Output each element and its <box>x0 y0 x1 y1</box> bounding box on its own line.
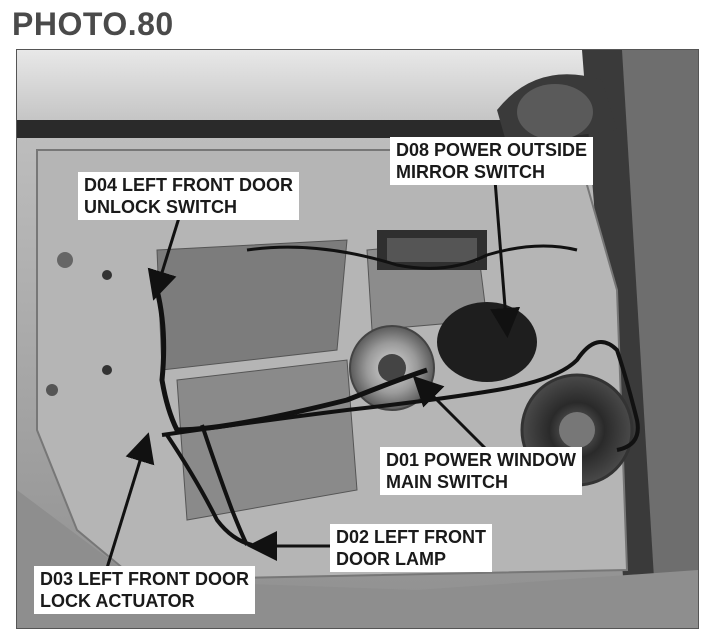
arrow-d08 <box>490 179 521 338</box>
callout-d02-line2: DOOR LAMP <box>336 549 446 569</box>
callout-d03-line2: LOCK ACTUATOR <box>40 591 195 611</box>
arrow-d03 <box>105 432 155 569</box>
callout-d08-line2: MIRROR SWITCH <box>396 162 545 182</box>
photo-title: PHOTO.80 <box>12 6 174 42</box>
callout-d03-line1: D03 LEFT FRONT DOOR <box>40 569 250 589</box>
panel-cutout <box>156 239 348 371</box>
callout-d04-line2: UNLOCK SWITCH <box>84 197 237 217</box>
callout-d01-window-switch: D01 POWER WINDOW MAIN SWITCH <box>380 447 583 495</box>
callout-d04-line1: D04 LEFT FRONT DOOR <box>84 175 294 195</box>
arrow-d04 <box>147 207 184 301</box>
mirror-switch-unit <box>437 302 537 382</box>
callout-d02-line1: D02 LEFT FRONT <box>336 527 487 547</box>
callout-d08-mirror-switch: D08 POWER OUTSIDE MIRROR SWITCH <box>390 137 594 185</box>
callout-d02-door-lamp: D02 LEFT FRONT DOOR LAMP <box>330 524 493 572</box>
callout-d01-line2: MAIN SWITCH <box>386 472 508 492</box>
callout-d08-line1: D08 POWER OUTSIDE <box>396 140 588 160</box>
callout-d03-lock-actuator: D03 LEFT FRONT DOOR LOCK ACTUATOR <box>34 566 256 614</box>
callout-d04-unlock-switch: D04 LEFT FRONT DOOR UNLOCK SWITCH <box>78 172 300 220</box>
arrow-d01 <box>412 375 489 452</box>
callout-d01-line1: D01 POWER WINDOW <box>386 450 577 470</box>
